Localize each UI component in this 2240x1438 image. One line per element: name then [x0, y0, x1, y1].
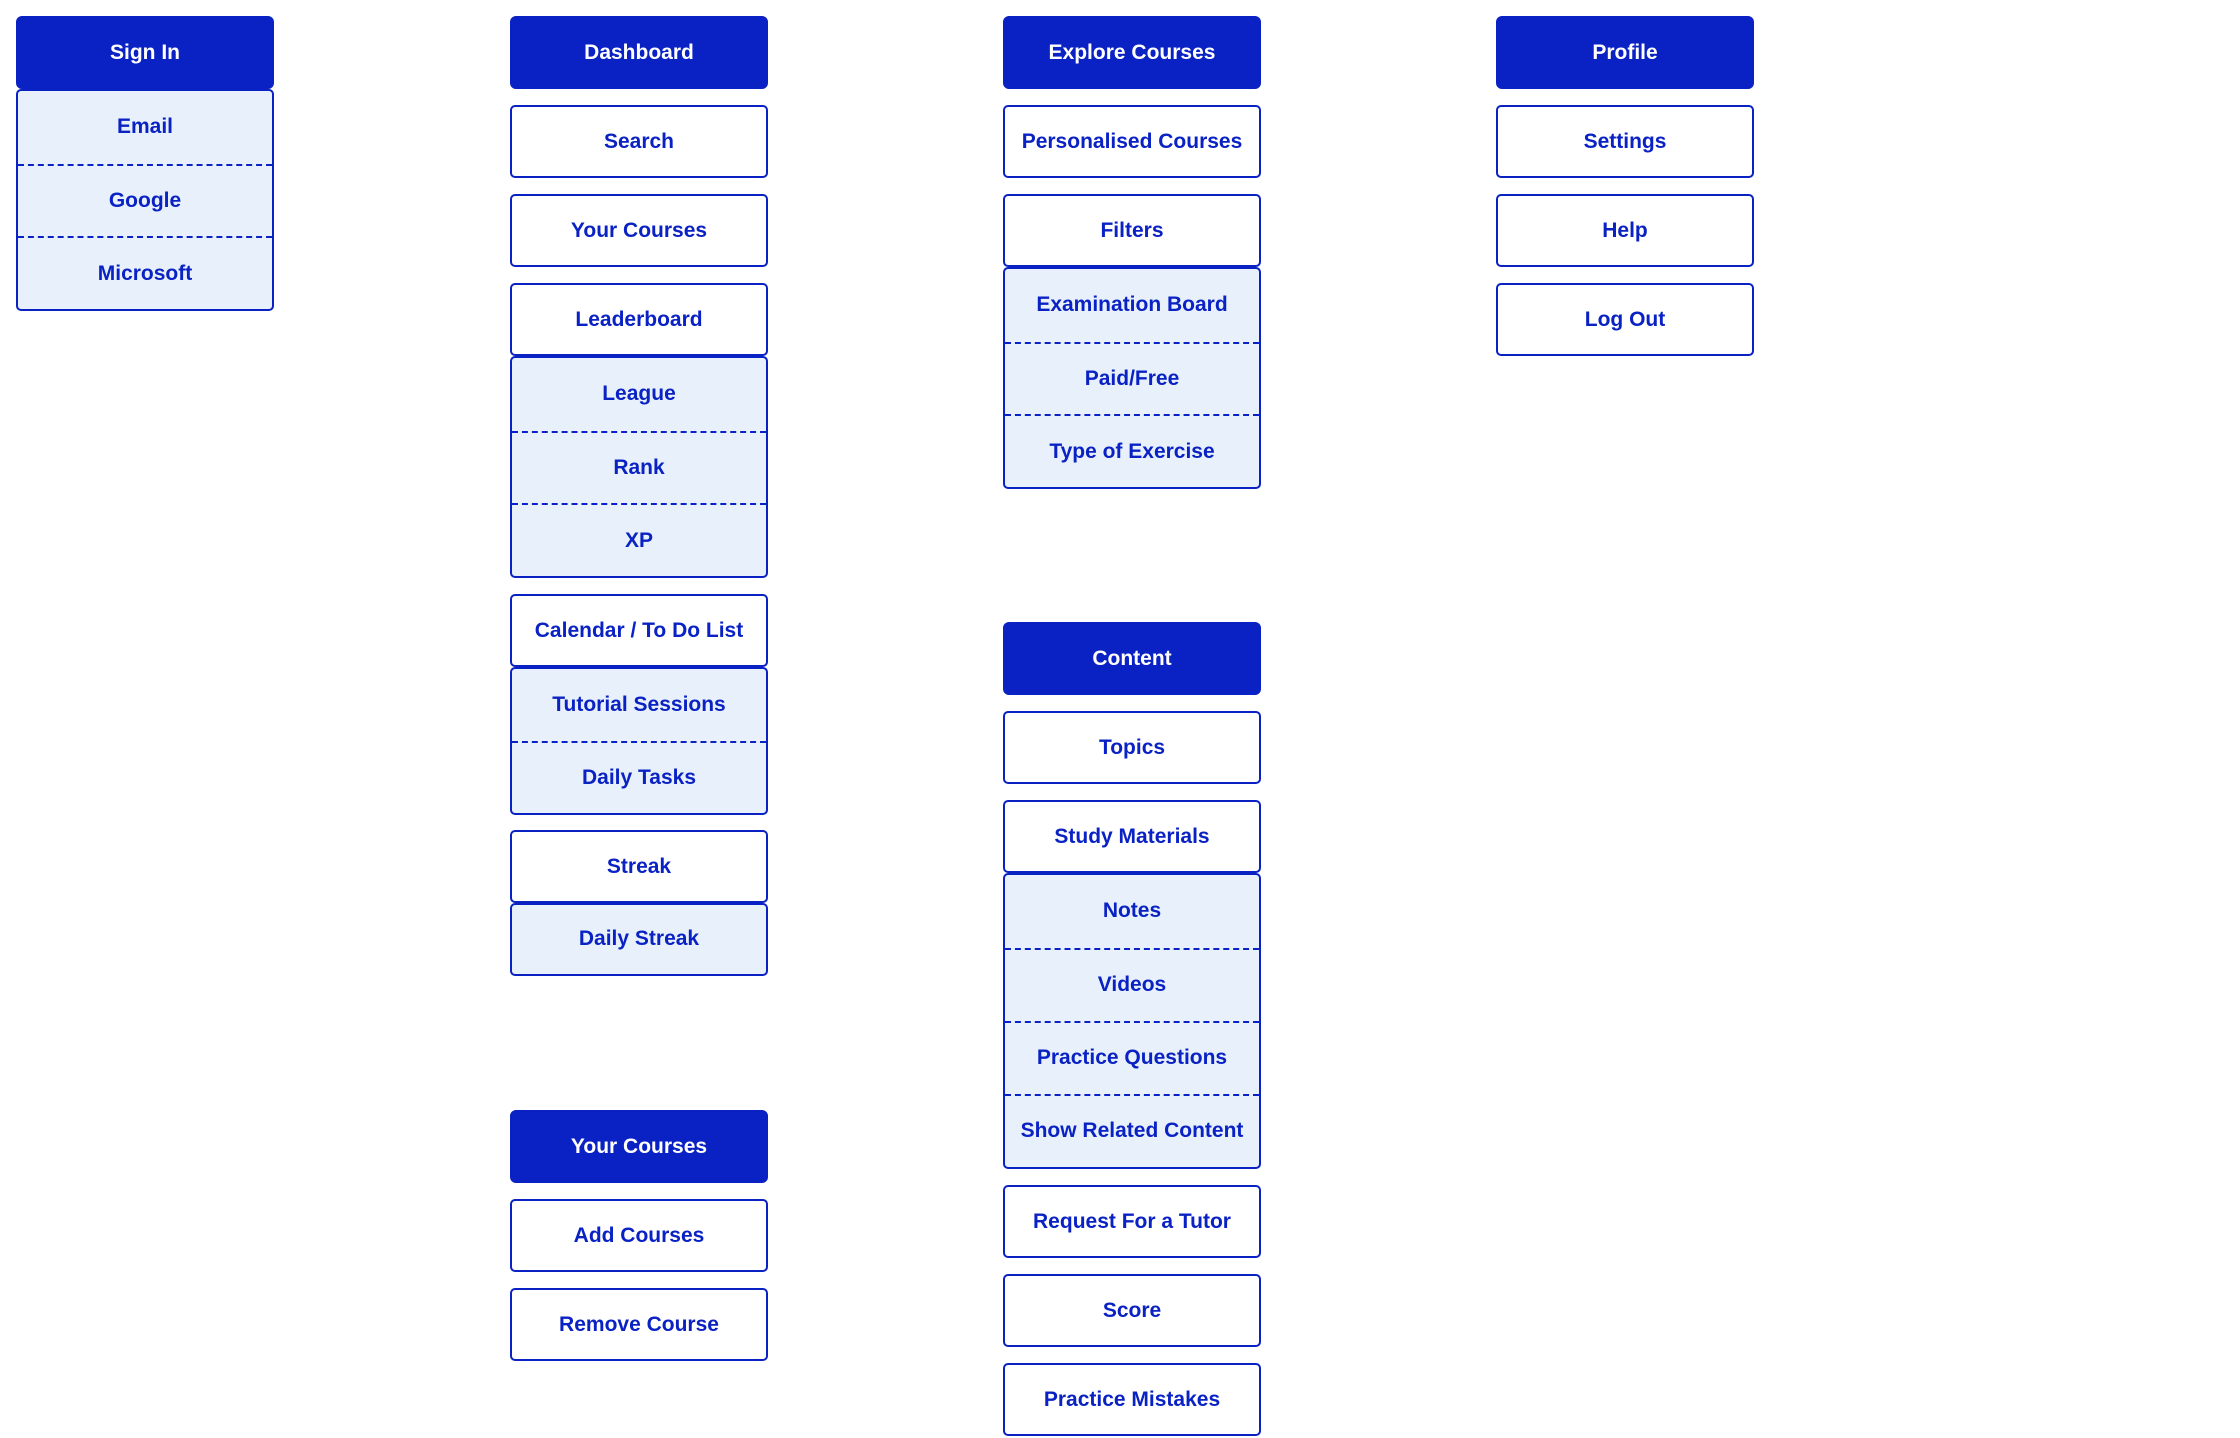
- filter-examination-board: Examination Board: [1036, 293, 1228, 317]
- streak-options: Daily Streak: [510, 903, 768, 976]
- leaderboard-rank: Rank: [512, 430, 766, 504]
- content-topics: Topics: [1003, 711, 1261, 784]
- leaderboard-xp: XP: [512, 503, 766, 576]
- dashboard-your-courses: Your Courses: [510, 194, 768, 267]
- dashboard-header: Dashboard: [510, 16, 768, 89]
- study-materials-options: Notes Videos Practice Questions Show Rel…: [1003, 873, 1261, 1169]
- study-practice-questions: Practice Questions: [1005, 1020, 1259, 1094]
- streak-daily-streak: Daily Streak: [578, 927, 700, 950]
- filter-options: Examination Board Paid/Free Type of Exer…: [1003, 267, 1261, 489]
- dashboard-leaderboard: Leaderboard: [510, 283, 768, 356]
- calendar-tutorial-sessions: Tutorial Sessions: [552, 692, 726, 716]
- sign-in-options: Email Google Microsoft: [16, 89, 274, 311]
- study-videos: Videos: [1005, 947, 1259, 1021]
- content-practice-mistakes: Practice Mistakes: [1003, 1363, 1261, 1436]
- your-courses-remove: Remove Course: [510, 1288, 768, 1361]
- profile-settings: Settings: [1496, 105, 1754, 178]
- sign-in-header: Sign In: [16, 16, 274, 89]
- leaderboard-options: League Rank XP: [510, 356, 768, 578]
- sign-in-email: Email: [116, 115, 174, 139]
- dashboard-streak: Streak: [510, 830, 768, 903]
- leaderboard-league: League: [602, 382, 676, 406]
- content-study-materials: Study Materials: [1003, 800, 1261, 873]
- calendar-options: Tutorial Sessions Daily Tasks: [510, 667, 768, 815]
- sign-in-microsoft: Microsoft: [18, 236, 272, 309]
- profile-header: Profile: [1496, 16, 1754, 89]
- dashboard-calendar: Calendar / To Do List: [510, 594, 768, 667]
- filter-paid-free: Paid/Free: [1005, 341, 1259, 415]
- explore-personalised: Personalised Courses: [1003, 105, 1261, 178]
- calendar-daily-tasks: Daily Tasks: [512, 740, 766, 813]
- study-show-related-content: Show Related Content: [1005, 1093, 1259, 1167]
- profile-logout: Log Out: [1496, 283, 1754, 356]
- study-notes: Notes: [1102, 899, 1162, 923]
- content-header: Content: [1003, 622, 1261, 695]
- sign-in-google: Google: [18, 163, 272, 237]
- explore-filters: Filters: [1003, 194, 1261, 267]
- explore-header: Explore Courses: [1003, 16, 1261, 89]
- content-score: Score: [1003, 1274, 1261, 1347]
- dashboard-search: Search: [510, 105, 768, 178]
- content-request-tutor: Request For a Tutor: [1003, 1185, 1261, 1258]
- profile-help: Help: [1496, 194, 1754, 267]
- filter-type-of-exercise: Type of Exercise: [1005, 414, 1259, 487]
- your-courses-add: Add Courses: [510, 1199, 768, 1272]
- your-courses-header: Your Courses: [510, 1110, 768, 1183]
